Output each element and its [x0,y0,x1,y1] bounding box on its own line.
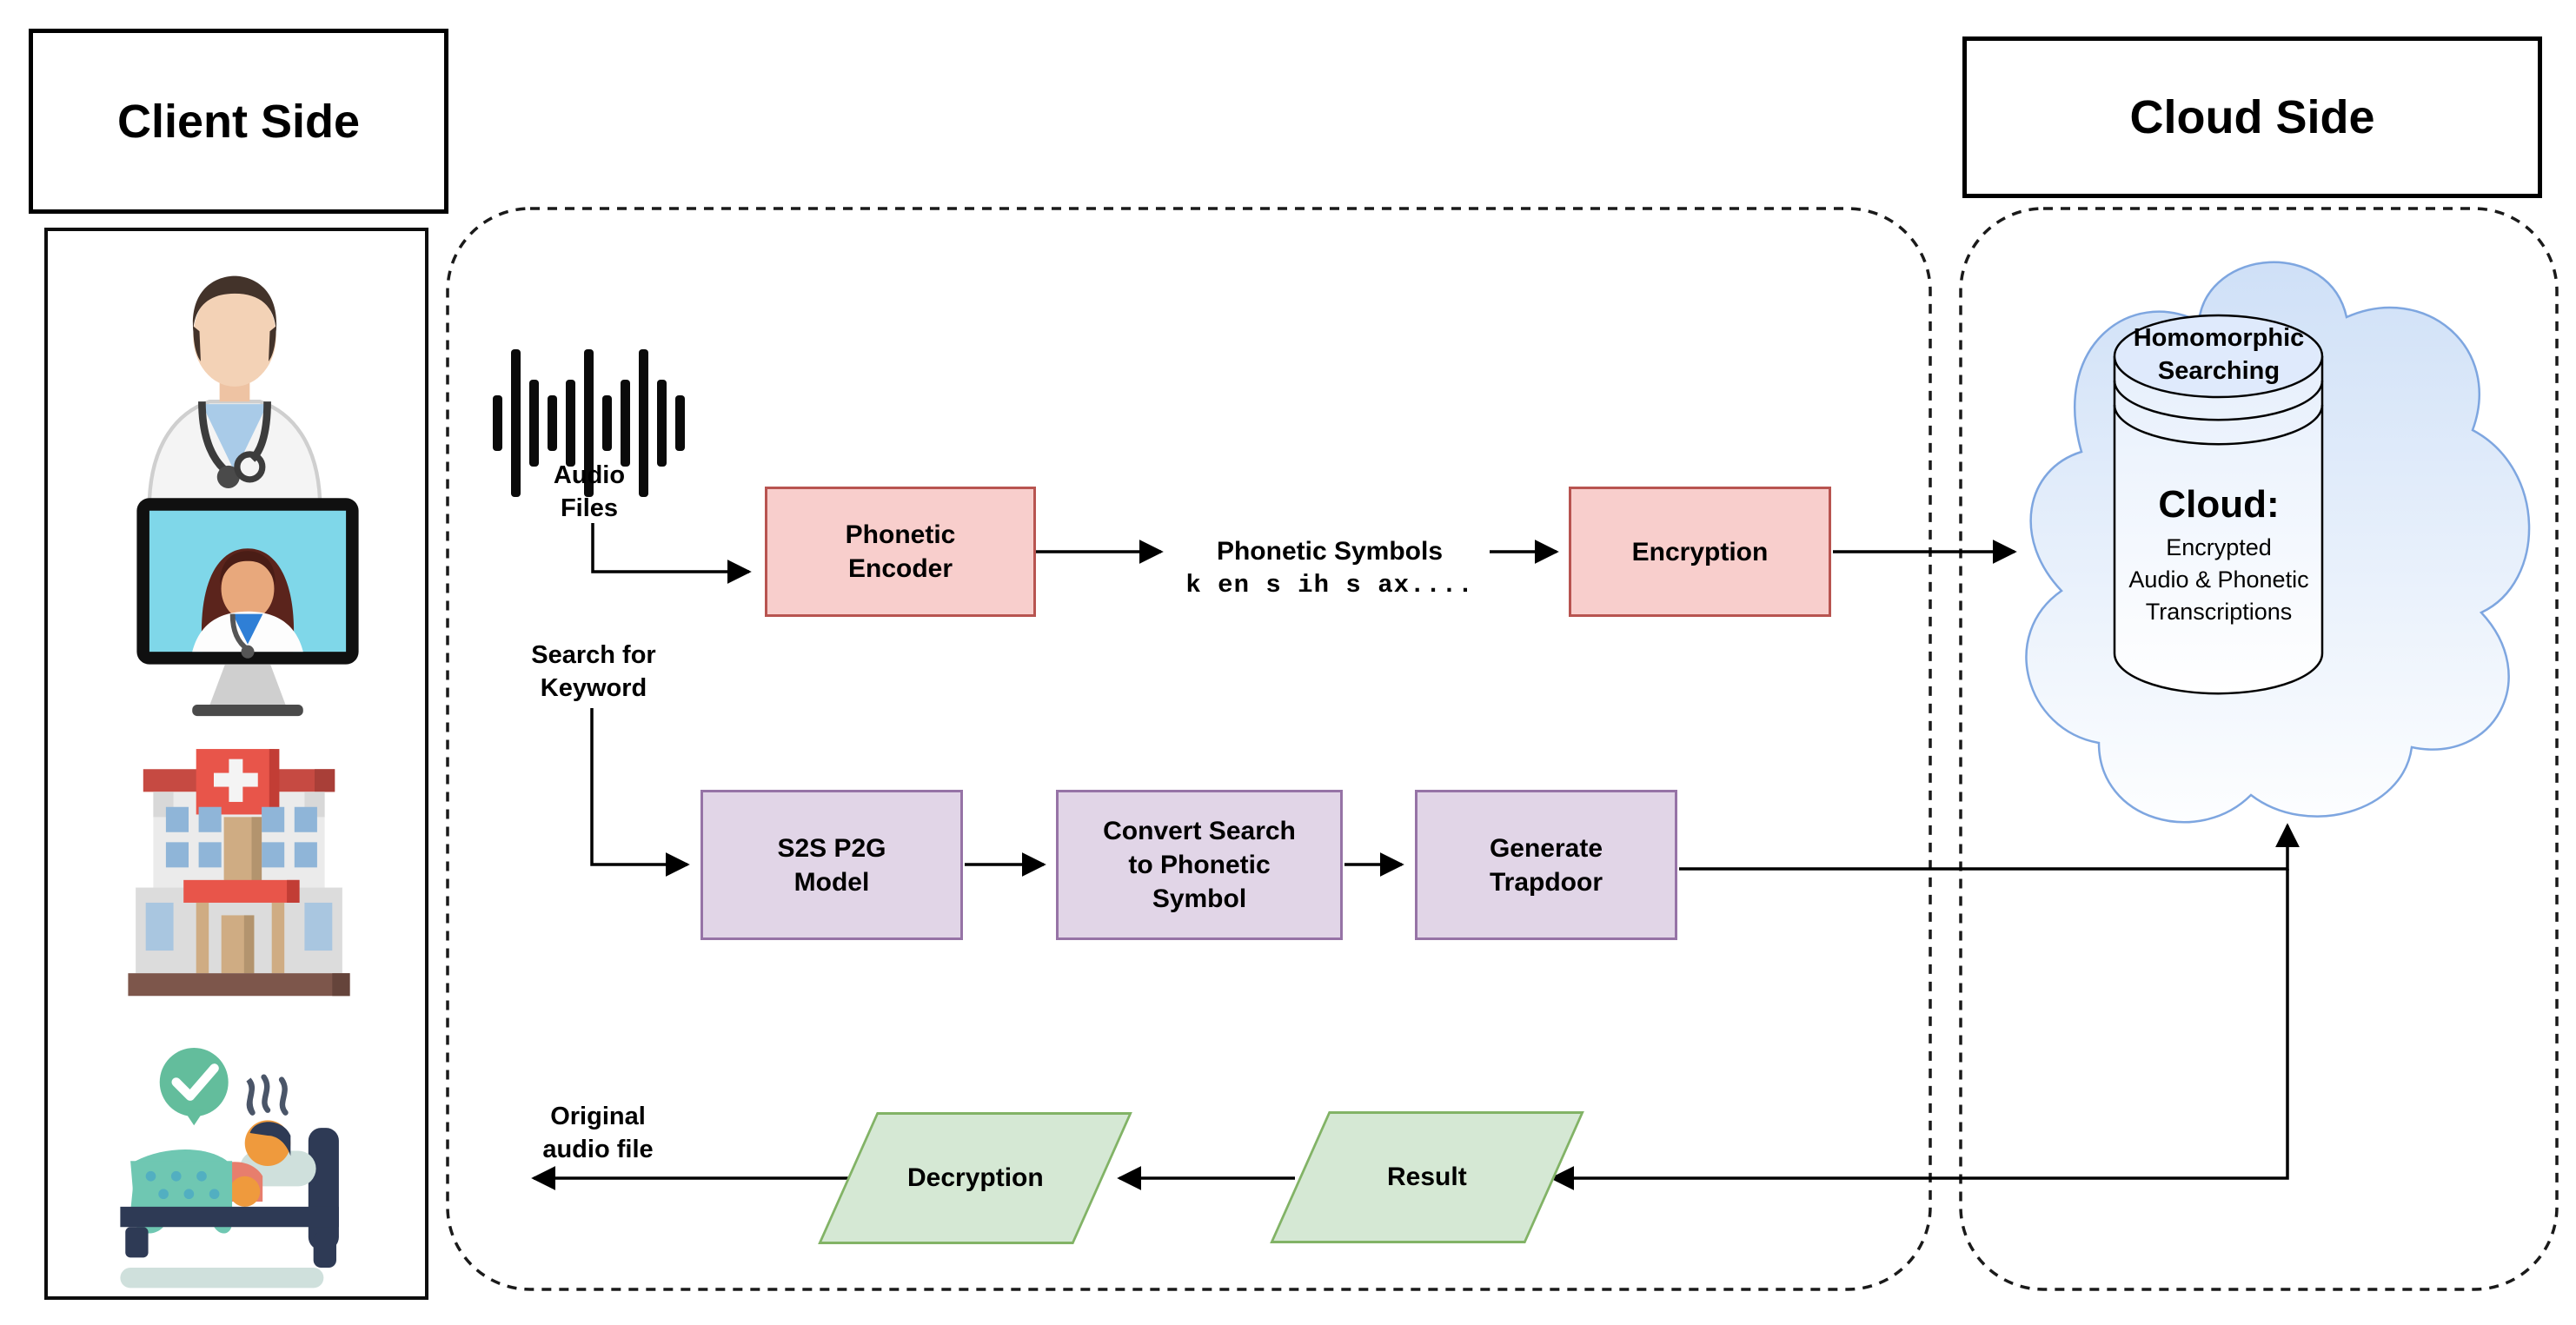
arrow-trapdoor-to-cloud [1679,823,2300,871]
decryption-label: Decryption [906,1163,1044,1192]
arrow-audio-to-encoder [591,523,752,584]
database-cylinder [2113,356,2324,695]
result-label: Result [1387,1163,1467,1191]
database-ring-2 [2113,404,2324,446]
cloud-side-title-text: Cloud Side [2129,91,2375,143]
processing-boundary [446,207,1932,1291]
cloud-boundary [1959,207,2559,1291]
cloud-side-title: Cloud Side [1962,36,2542,198]
convert-search-label: Convert Search to Phonetic Symbol [1103,817,1296,913]
s2s-p2g-model-label: S2S P2G Model [777,833,886,897]
generate-trapdoor-label: Generate Trapdoor [1489,833,1603,897]
client-panel [44,228,428,1300]
database-cylinder-top [2113,314,2324,399]
database-ring-1 [2113,380,2324,421]
audio-files-label: Audio Files [553,461,626,523]
flow-arrows [531,523,2300,1190]
phonetic-encoder-label: Phonetic Encoder [845,520,956,583]
client-side-title-text: Client Side [116,95,361,148]
encryption-label: Encryption [1631,537,1769,566]
hospital-icon [128,749,350,997]
telemedicine-icon [136,498,359,717]
encryption-box: Encryption [1569,487,1831,617]
homomorphic-searching-label: Homomorphic Searching [2133,324,2305,386]
cloud-db-line-2: Audio & Phonetic [2128,566,2309,593]
audio-waveform-icon [493,349,685,497]
cloud-db-line-1: Encrypted [2166,534,2272,560]
s2s-p2g-model-box: S2S P2G Model [700,790,963,940]
cloud-db-heading: Cloud: [2158,483,2280,526]
search-keyword-label: Search for Keyword [531,641,656,703]
arrow-search-to-s2s [590,708,690,877]
cloud-db-line-3: Transcriptions [2145,599,2293,625]
phonetic-symbols-value: k en s ih s ax.... [1185,571,1474,600]
original-audio-label: Original audio file [542,1103,654,1164]
generate-trapdoor-box: Generate Trapdoor [1415,790,1677,940]
patient-bed-icon [120,1048,339,1289]
cloud-db-contents: Encrypted Audio & Phonetic Transcription… [2096,532,2341,628]
client-side-title: Client Side [29,29,448,214]
phonetic-symbols-label: Phonetic Symbols [1216,537,1444,566]
arrow-cloud-to-result [1550,869,2289,1190]
convert-search-box: Convert Search to Phonetic Symbol [1056,790,1343,940]
doctor-icon [143,275,326,522]
phonetic-encoder-box: Phonetic Encoder [765,487,1036,617]
